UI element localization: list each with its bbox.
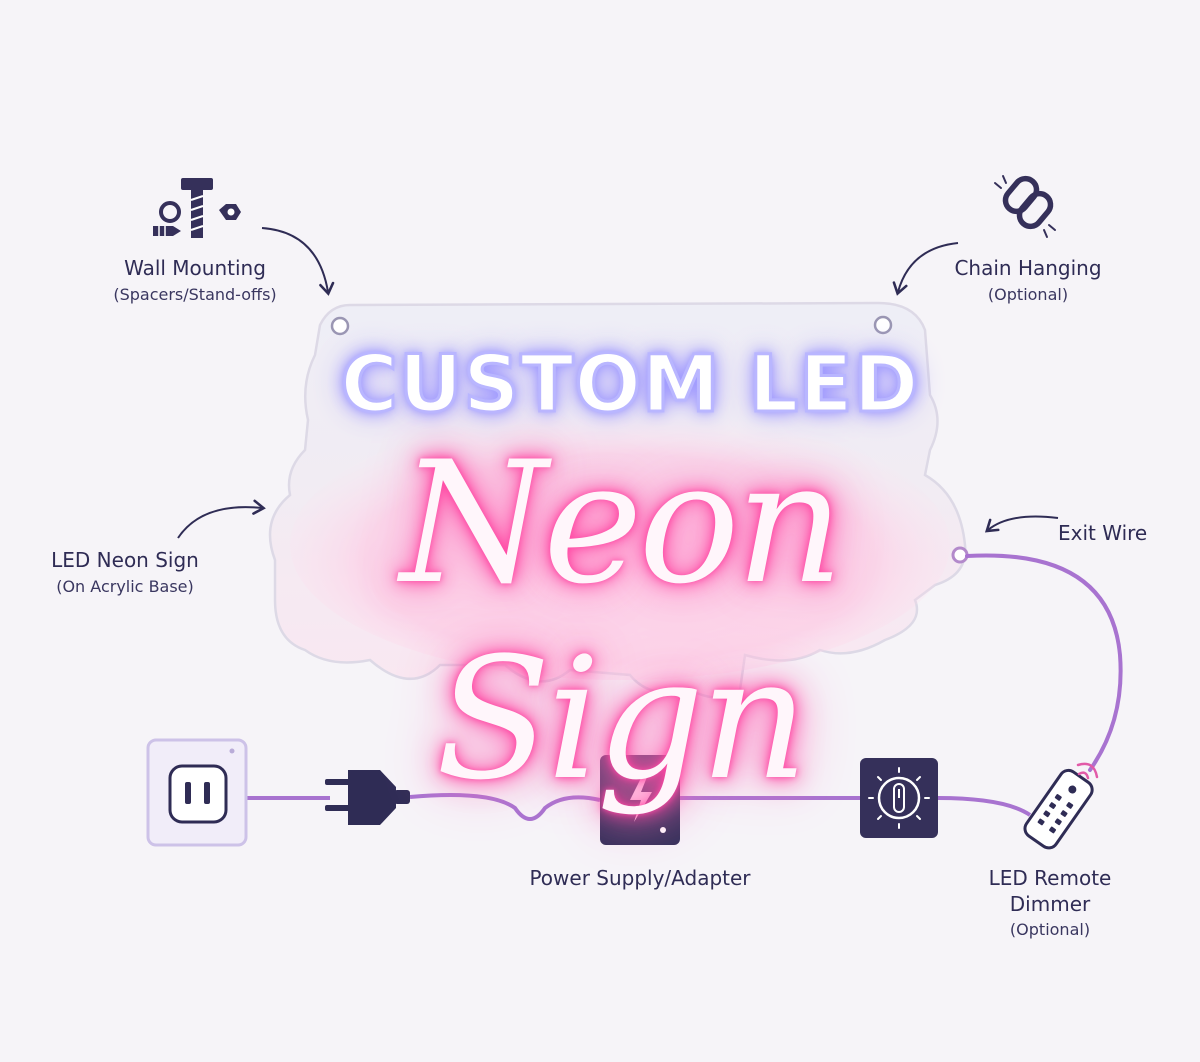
pink-neon-glow (290, 410, 950, 680)
exit-wire-cable (965, 553, 1123, 772)
chain-hanging-title: Chain Hanging (954, 256, 1102, 280)
wall-mounting-subtitle: (Spacers/Stand-offs) (113, 285, 277, 304)
power-supply-label: Power Supply/Adapter (510, 866, 770, 890)
sign-text-custom-led: CUSTOM LED (339, 339, 920, 432)
power-plug-icon (325, 770, 410, 825)
wall-mounting-label: Wall Mounting (Spacers/Stand-offs) (95, 256, 295, 304)
wall-mounting-arrow (261, 227, 335, 296)
remote-dimmer-title-line1: LED Remote (988, 866, 1112, 890)
plug-to-adapter-cable (409, 793, 601, 821)
led-neon-sign-label: LED Neon Sign (On Acrylic Base) (25, 548, 225, 596)
chain-hanging-subtitle: (Optional) (987, 285, 1069, 304)
sign-text-neon-sign: Neon Sign (400, 425, 844, 817)
chain-hanging-arrow (892, 242, 959, 296)
exit-wire-label: Exit Wire (1058, 521, 1178, 545)
remote-dimmer-label: LED Remote Dimmer (Optional) (960, 866, 1140, 939)
led-neon-sign-subtitle: (On Acrylic Base) (56, 577, 194, 596)
exit-wire-title: Exit Wire (1058, 521, 1148, 545)
dimmer-to-remote-cable (937, 796, 1032, 817)
chain-link-icon (994, 175, 1056, 238)
lightning-adapter-icon (600, 755, 680, 845)
mounting-hole-left (330, 316, 350, 336)
led-neon-sign-arrow (177, 499, 266, 539)
wall-outlet-icon (146, 738, 248, 847)
remote-control-icon (1023, 768, 1094, 850)
wireless-signal-icon (1076, 762, 1099, 780)
screws-and-bolts-icon (153, 178, 241, 238)
led-neon-sign-title: LED Neon Sign (51, 548, 199, 572)
power-supply-title: Power Supply/Adapter (529, 866, 751, 890)
mounting-hole-right (873, 315, 893, 335)
wall-mounting-title: Wall Mounting (124, 256, 266, 280)
remote-dimmer-title-line2: Dimmer (1009, 892, 1091, 916)
dimmer-knob-icon (860, 758, 938, 838)
exit-wire-arrow (984, 515, 1059, 533)
remote-dimmer-subtitle: (Optional) (1009, 920, 1091, 939)
chain-hanging-label: Chain Hanging (Optional) (928, 256, 1128, 304)
